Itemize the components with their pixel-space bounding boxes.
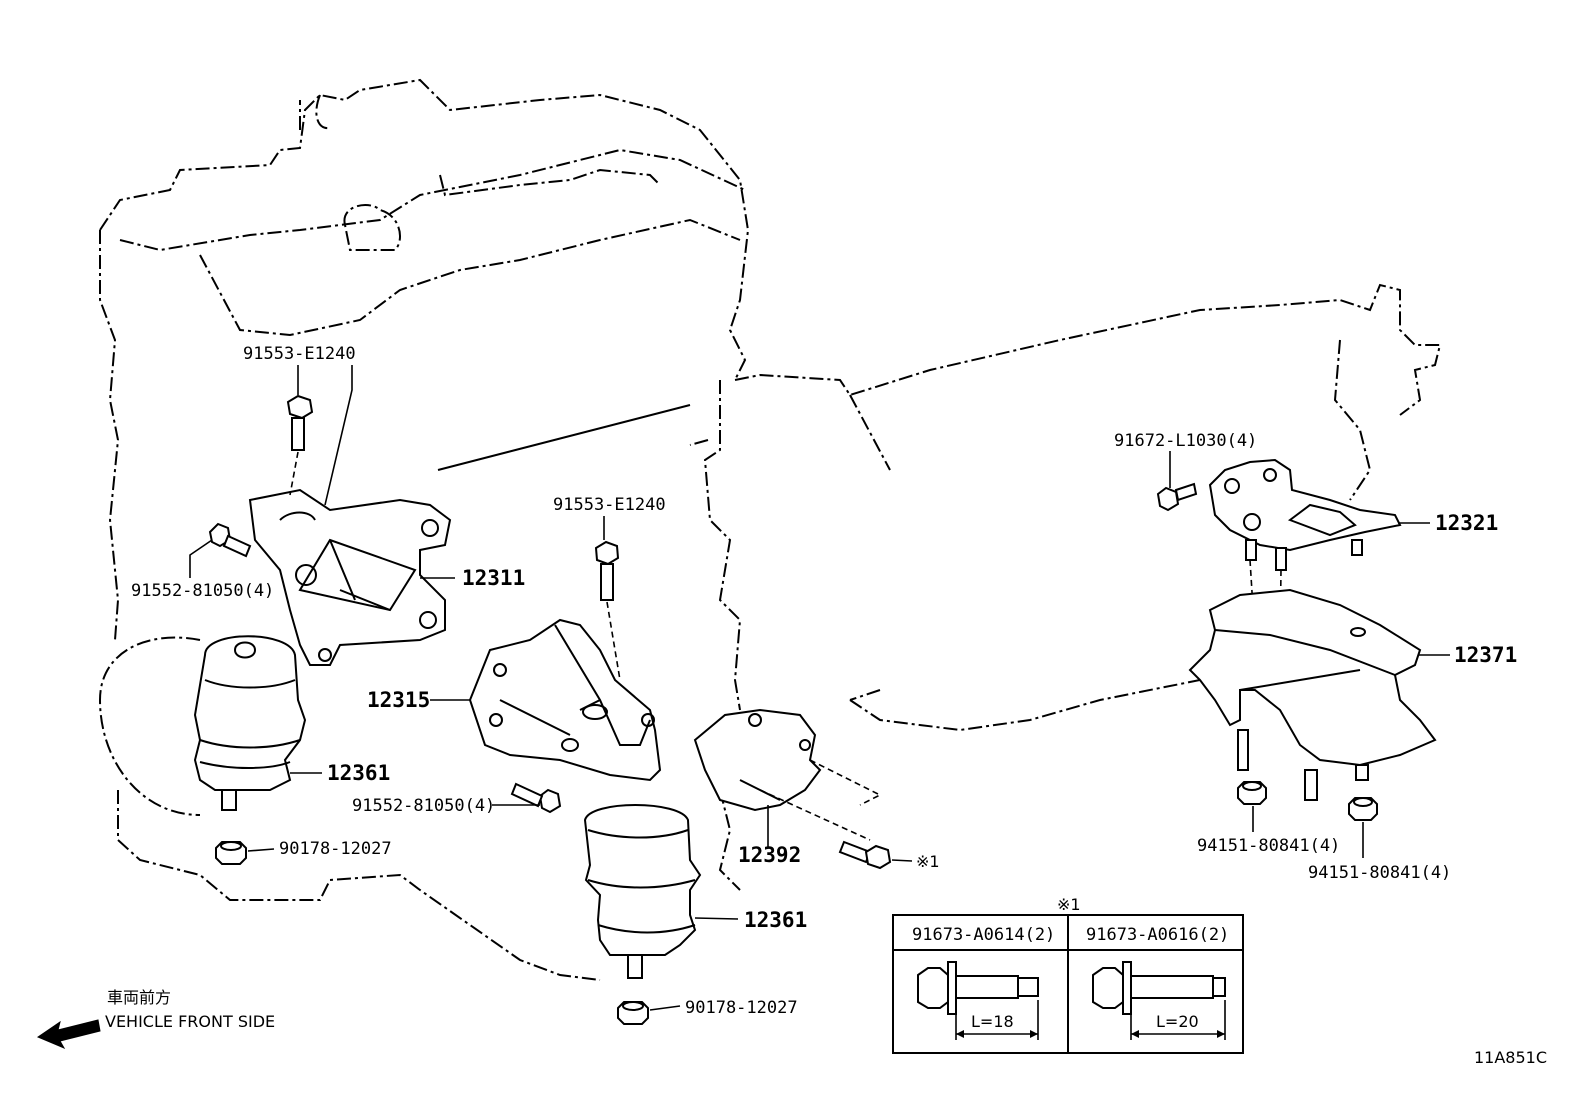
transmission-bracket-12392 <box>693 708 882 841</box>
note-length-1: L=18 <box>971 1012 1014 1031</box>
label-bracket-left: 12311 <box>462 566 525 590</box>
label-nut-mid: 90178-12027 <box>685 998 798 1018</box>
direction-label-jp: 車両前方 <box>107 988 171 1007</box>
label-bolt-ref: ※1 <box>916 852 940 871</box>
label-bolt-top-left: 91553-E1240 <box>243 344 356 364</box>
diagram-id: 11A851C <box>1474 1048 1547 1067</box>
label-bracket-rear: 12392 <box>738 843 801 867</box>
front-arrow-icon <box>36 1019 101 1050</box>
engine-mount-bracket-12315 <box>468 618 662 782</box>
label-insulator-rear: 12321 <box>1435 511 1498 535</box>
label-bolt-right: 91672-L1030(4) <box>1114 431 1257 451</box>
label-insulator-left: 12361 <box>327 761 390 785</box>
bolt-ref-1 <box>838 840 892 870</box>
leader-lines <box>189 365 1450 1011</box>
note-table: ※1 91673-A0614(2) 91673-A0616(2) L=18 <box>892 895 1244 1054</box>
label-nut-right-1: 94151-80841(4) <box>1197 836 1340 856</box>
label-bracket-mid: 12315 <box>367 688 430 712</box>
flange-nut-right-1 <box>1237 781 1267 805</box>
bolt-sketch-1: L=18 <box>917 961 1039 1040</box>
engine-mount-insulator-mid <box>583 804 702 979</box>
label-nut-right-2: 94151-80841(4) <box>1308 863 1451 883</box>
engine-outline <box>99 78 750 981</box>
label-bolt-left: 91552-81050(4) <box>131 581 274 601</box>
note-table-ref: ※1 <box>1057 895 1081 914</box>
bolt-91552-mid <box>510 782 562 814</box>
crossmember-12371 <box>1188 588 1437 801</box>
flange-nut-left <box>215 841 247 865</box>
bolt-91552-left <box>208 522 252 558</box>
flange-nut-right-2 <box>1348 797 1378 821</box>
label-nut-left: 90178-12027 <box>279 839 392 859</box>
engine-mount-bracket-12311 <box>248 488 452 666</box>
label-bolt-mid: 91552-81050(4) <box>352 796 495 816</box>
bolt-91553-mid <box>594 540 621 681</box>
note-part-1: 91673-A0614(2) <box>912 925 1055 945</box>
note-length-2: L=20 <box>1156 1012 1199 1031</box>
note-part-2: 91673-A0616(2) <box>1086 925 1229 945</box>
label-bolt-mid-top: 91553-E1240 <box>553 495 666 515</box>
engine-mount-insulator-left <box>98 635 307 816</box>
vehicle-direction: 車両前方 VEHICLE FRONT SIDE <box>36 988 275 1050</box>
rear-insulator-12321 <box>1208 458 1402 646</box>
flange-nut-mid <box>617 1001 649 1025</box>
bolt-91553-top-left <box>286 394 314 496</box>
bolt-91672 <box>1156 482 1198 512</box>
direction-label-en: VEHICLE FRONT SIDE <box>105 1012 275 1031</box>
callout-labels: 91553-E1240 91552-81050(4) 12311 91553-E… <box>131 344 1517 1018</box>
label-insulator-mid: 12361 <box>744 908 807 932</box>
label-crossmember: 12371 <box>1454 643 1517 667</box>
bolt-sketch-2: L=20 <box>1092 961 1226 1040</box>
